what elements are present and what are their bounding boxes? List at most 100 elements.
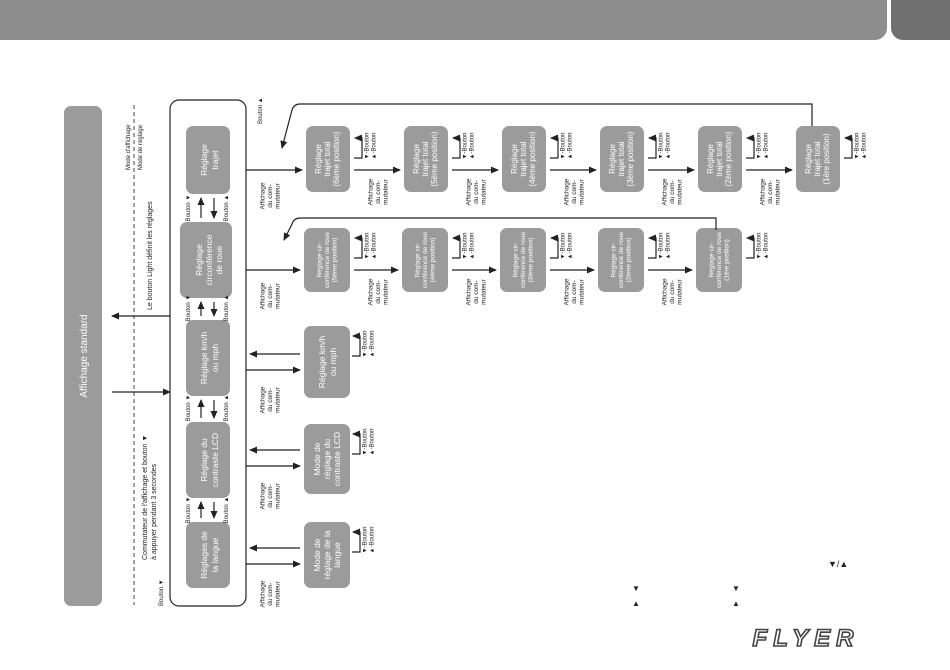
wheel-return-loop (283, 217, 717, 241)
trip-switch-label-0: Affichagedu com-mutateur (260, 182, 282, 209)
trip-step-box-3[interactable] (502, 126, 546, 192)
trip-step-4-loop (648, 134, 657, 159)
wheel-step-label-3: Réglage cir-conférence de roue(3ème posi… (513, 232, 535, 288)
legend-down-1: ▼ (632, 584, 640, 593)
trip-step-box-5[interactable] (698, 126, 742, 192)
legend-down-2: ▼ (732, 584, 740, 593)
wheel-step-label-5: Réglage cir-conférence de roue(1ère posi… (709, 232, 731, 288)
main-column: Réglages dela langue Réglage ducontraste… (180, 126, 232, 588)
speed-switch-label: Affichagedu com-mutateur (260, 386, 282, 413)
trip-switch-label-3: Affichagedu com-mutateur (564, 178, 586, 205)
main-down-label-2: Bouton ▼ (186, 295, 192, 322)
wheel-switch-label-2: Affichagedu com-mutateur (466, 278, 488, 305)
standard-display-bar (64, 106, 102, 606)
wheel-step-box-2[interactable] (402, 228, 448, 292)
trip-step-2-loop (452, 134, 461, 159)
trip-step-box-6[interactable] (796, 126, 840, 192)
trip-switch-label-1: Affichagedu com-mutateur (368, 178, 390, 205)
contrast-mode-buttons: ▼-Bouton▲-Bouton (363, 429, 376, 456)
trip-steps-row: Réglagetrajet total(6ème position) Affich… (246, 126, 840, 209)
trip-step-label-4: Réglagetrajet total(3ème position) (608, 131, 635, 186)
trip-step-5-loop (746, 134, 755, 159)
svg-text:FLYER: FLYER (753, 625, 860, 652)
trip-step-4-buttons: ▼-Bouton▲-Bouton (659, 133, 672, 160)
wheel-step-label-1: Réglage cir-conférence de roue(5ème posi… (317, 232, 339, 288)
legend-up-1: ▲ (632, 599, 640, 608)
main-up-label-2: Bouton ▲ (224, 295, 230, 322)
speed-unit-setting-label: Réglage km/hou mph (199, 332, 220, 385)
wheel-step-3-buttons: ▼-Bouton▲-Bouton (561, 233, 574, 260)
main-up-label-0: Bouton ▲ (224, 497, 230, 524)
trip-step-label-1: Réglagetrajet total(6ème position) (314, 131, 341, 186)
main-down-label-0: Bouton ▼ (186, 497, 192, 524)
trip-switch-label-2: Affichagedu com-mutateur (466, 178, 488, 205)
wheel-step-box-4[interactable] (598, 228, 644, 292)
contrast-setting-box[interactable] (186, 422, 230, 498)
long-press-note: Commutateur de l'affichage et bouton ▼ à… (142, 433, 158, 560)
trip-switch-label-5: Affichagedu com-mutateur (760, 178, 782, 205)
main-down-label-3: Bouton ▼ (186, 195, 192, 222)
display-mode-label: Mode d'affichage (126, 124, 132, 170)
main-up-label-3: Bouton ▲ (224, 195, 230, 222)
light-button-note: Le bouton Light définit les réglages (147, 201, 154, 310)
language-mode-buttons: ▼-Bouton▲-Bouton (363, 527, 376, 554)
settings-column-frame (169, 99, 247, 607)
main-down-label-1: Bouton ▼ (186, 395, 192, 422)
trip-step-box-1[interactable] (306, 126, 350, 192)
trip-switch-label-4: Affichagedu com-mutateur (662, 178, 684, 205)
trip-setting-box[interactable] (186, 126, 230, 194)
trip-step-label-3: Réglagetrajet total(4ème position) (510, 131, 537, 186)
header-bar (0, 0, 887, 40)
trip-step-label-6: Réglagetrajet total(1ère position) (804, 133, 831, 184)
wheel-setting-label: Réglagecirconférencede roue (194, 234, 224, 285)
entry-button-label: Bouton ▼ (159, 579, 165, 606)
wheel-step-4-loop (648, 234, 657, 259)
language-mode-box[interactable] (304, 522, 350, 588)
wheel-step-5-buttons: ▼-Bouton▲-Bouton (757, 233, 770, 260)
language-setting-box[interactable] (186, 522, 230, 588)
wheel-switch-label-4: Affichagedu com-mutateur (662, 278, 684, 305)
trip-step-3-loop (550, 134, 559, 159)
trip-step-box-4[interactable] (600, 126, 644, 192)
wheel-step-box-5[interactable] (696, 228, 742, 292)
wheel-step-label-4: Réglage cir-conférence de roue(2ème posi… (611, 232, 633, 288)
wheel-step-box-3[interactable] (500, 228, 546, 292)
wheel-step-label-2: Réglage cir-conférence de roue(4ème posi… (415, 232, 437, 288)
wheel-switch-label-0: Affichagedu com-mutateur (260, 282, 282, 309)
contrast-mode-box[interactable] (304, 424, 350, 494)
speed-unit-setting-box[interactable] (186, 320, 230, 396)
wheel-step-3-loop (550, 234, 559, 259)
language-setting-label: Réglages dela langue (199, 531, 220, 579)
wheel-step-4-buttons: ▼-Bouton▲-Bouton (659, 233, 672, 260)
trip-setting-label: Réglagetrajet (199, 144, 220, 176)
wheel-step-2-buttons: ▼-Bouton▲-Bouton (463, 233, 476, 260)
trip-step-5-buttons: ▼-Bouton▲-Bouton (757, 133, 770, 160)
speed-mode-loop (352, 332, 361, 357)
settings-mode-label: Mode de réglage (138, 124, 144, 170)
trip-step-3-buttons: ▼-Bouton▲-Bouton (561, 133, 574, 160)
contrast-mode-loop (352, 430, 361, 455)
wheel-setting-box[interactable] (180, 222, 232, 298)
trip-step-label-2: Réglagetrajet total(5ème position) (412, 131, 439, 186)
loop-buttons: ▼-Bouton▲-Bouton ▼-Bouton▲-Bouton ▼-Bouton… (352, 133, 868, 554)
legend-up-2: ▲ (732, 599, 740, 608)
wheel-step-2-loop (452, 234, 461, 259)
flyer-logo: FLYER (752, 624, 860, 652)
speed-mode-box[interactable] (304, 326, 350, 398)
top-loop-button-label: Bouton ▲ (258, 97, 264, 124)
trip-step-box-2[interactable] (404, 126, 448, 192)
wheel-step-1-loop (354, 234, 363, 259)
main-connectors (197, 197, 218, 519)
main-up-label-1: Bouton ▲ (224, 395, 230, 422)
contrast-mode-label: Mode deréglage ducontraste LCD (312, 432, 342, 486)
contrast-setting-label: Réglage ducontraste LCD (199, 433, 220, 487)
wheel-step-box-1[interactable] (304, 228, 350, 292)
main-button-labels: Bouton ▼ Bouton ▲ Bouton ▼ Bouton ▲ Bouton ▼… (186, 195, 230, 524)
language-mode-label: Mode deréglage de lalangue (312, 530, 342, 579)
header-tab (891, 0, 950, 40)
speed-mode-label: Réglage km/hou mph (317, 336, 338, 389)
trip-step-label-5: Réglagetrajet total(2ème position) (706, 131, 733, 186)
trip-step-6-buttons: ▼-Bouton▲-Bouton (855, 133, 868, 160)
